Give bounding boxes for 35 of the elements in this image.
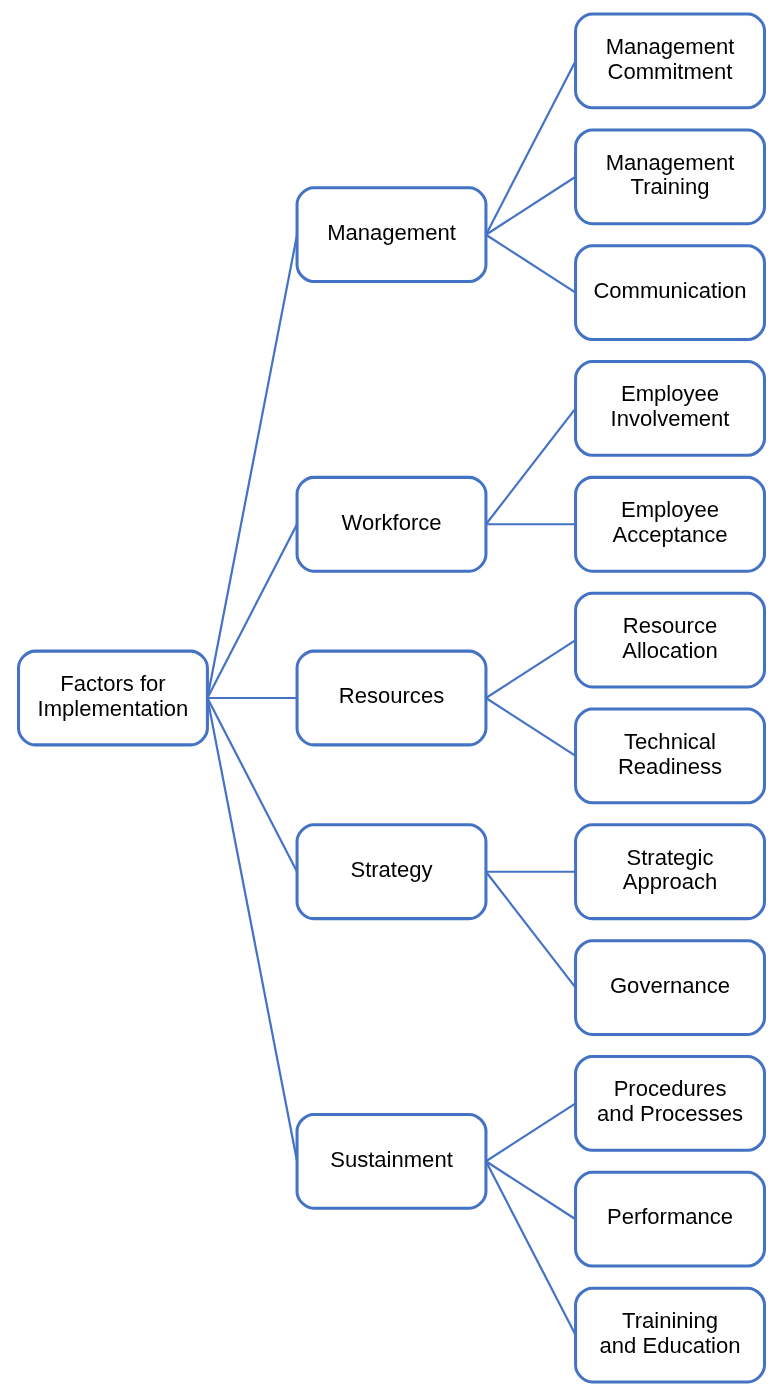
node-box: Management (295, 186, 488, 284)
connector (485, 1102, 577, 1163)
connector (206, 523, 299, 699)
node-box: Employee Acceptance (574, 475, 766, 573)
node-box: Performance (574, 1170, 766, 1268)
connector (485, 175, 577, 236)
connector (484, 60, 577, 236)
connector (485, 697, 577, 757)
connector (485, 871, 577, 989)
connector (207, 696, 298, 700)
node-box: Factors for Implementation (17, 649, 209, 747)
connector (206, 234, 299, 699)
node-box: Management Training (574, 128, 766, 226)
connector (206, 697, 299, 873)
node-box: Trainining and Education (574, 1286, 766, 1384)
node-box: Resources (295, 649, 488, 747)
node-box: Procedures and Processes (574, 1055, 766, 1152)
node-box: Strategy (295, 823, 488, 921)
node-box: Employee Involvement (574, 360, 766, 457)
node-box: Workforce (295, 475, 488, 573)
node-box: Management Commitment (574, 12, 766, 110)
connector (484, 1160, 577, 1336)
node-box: Governance (574, 939, 766, 1036)
node-box: Strategic Approach (574, 823, 766, 921)
connector (485, 639, 577, 699)
connector (485, 233, 577, 294)
connector (485, 870, 576, 873)
node-box: Communication (574, 244, 766, 341)
node-box: Resource Allocation (574, 591, 766, 689)
node-box: Technical Readiness (574, 707, 766, 805)
connector (485, 407, 577, 525)
connector (485, 1160, 577, 1221)
connector (485, 523, 576, 526)
node-box: Sustainment (295, 1112, 488, 1210)
connector (206, 697, 299, 1162)
